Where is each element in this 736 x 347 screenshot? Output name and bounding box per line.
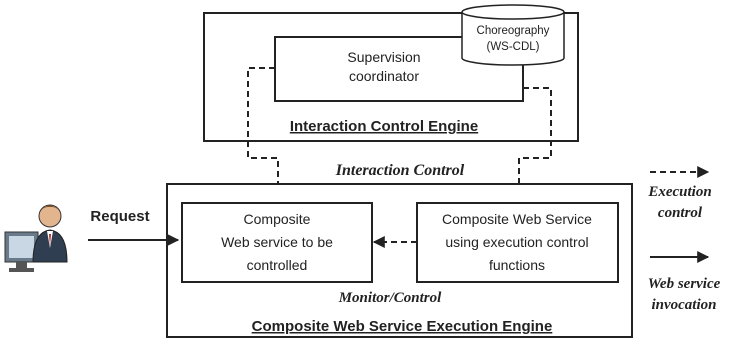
interaction-control-engine-title: Interaction Control Engine [290,118,478,135]
choreography-database-icon [461,4,565,66]
legend-solid-label-1: Web service [648,276,721,292]
request-label: Request [90,208,149,225]
controlled-service-label-3: controlled [247,257,308,273]
user-at-computer-icon [4,204,68,272]
controlled-service-box [181,202,373,283]
interaction-control-label: Interaction Control [335,162,465,179]
legend-solid-label-2: invocation [651,297,716,313]
execution-control-service-label-3: functions [489,257,545,273]
execution-control-service-label-2: using execution control [445,234,588,250]
monitor-control-label: Monitor/Control [338,290,442,306]
interaction-control-arrow-right [513,87,552,200]
execution-control-service-label-1: Composite Web Service [442,211,592,227]
execution-engine-title: Composite Web Service Execution Engine [252,318,553,335]
supervision-coordinator-label-2: coordinator [349,68,419,84]
legend-dashed-label-2: control [658,205,703,221]
controlled-service-label-1: Composite [244,211,311,227]
choreography-label-2: (WS-CDL) [486,41,539,53]
interaction-control-arrow-left [247,67,284,200]
choreography-label-1: Choreography [477,25,550,37]
legend-dashed-label-1: Execution [647,184,711,200]
controlled-service-label-2: Web service to be [221,234,333,250]
supervision-coordinator-label-1: Supervision [347,49,420,65]
execution-control-service-box [416,202,619,283]
